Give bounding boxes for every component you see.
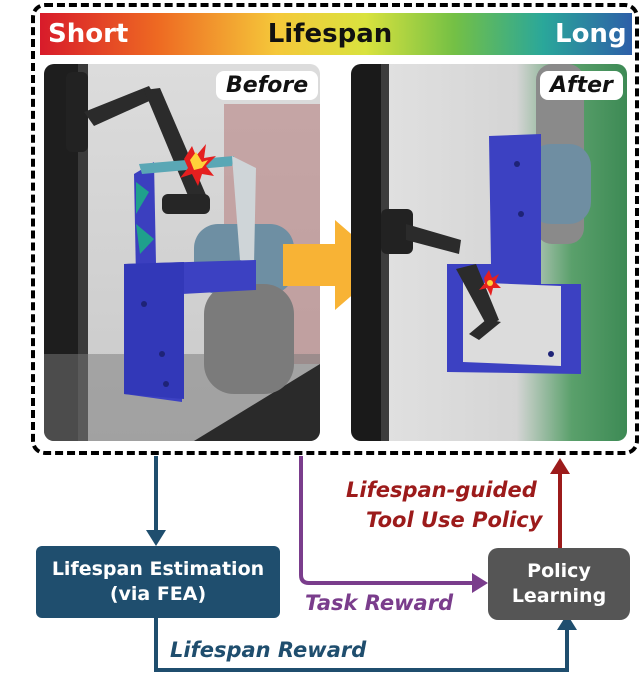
policy-label-line1: Lifespan-guided [346, 478, 537, 502]
task-reward-label: Task Reward [305, 591, 454, 615]
lifespan-title: Lifespan [267, 19, 393, 49]
lifespan-gradient-bar [40, 13, 632, 55]
policy-label-line2: Tool Use Policy [366, 508, 543, 532]
policy-box-line2: Learning [511, 585, 607, 607]
policy-box-line1: Policy [527, 560, 591, 582]
lifespan-estimation-box: Lifespan Estimation (via FEA) [36, 546, 280, 618]
lifespan-reward-label: Lifespan Reward [170, 638, 367, 662]
before-tag: Before [216, 71, 319, 100]
estimation-arrowhead [146, 530, 166, 546]
policy-arrowhead [550, 458, 570, 474]
task-reward-arrowhead [472, 573, 488, 593]
before-scene [44, 64, 320, 441]
lifespan-reward-arrowhead [557, 614, 577, 630]
estimation-line1: Lifespan Estimation [51, 558, 265, 580]
dashed-frame [31, 3, 639, 455]
short-label: Short [48, 19, 129, 49]
long-label: Long [555, 19, 627, 49]
after-photo [351, 64, 627, 441]
after-scene [351, 64, 591, 441]
estimation-line2: (via FEA) [109, 583, 207, 605]
before-photo [44, 64, 320, 441]
policy-learning-box: Policy Learning [488, 548, 630, 620]
after-tag: After [540, 71, 623, 100]
